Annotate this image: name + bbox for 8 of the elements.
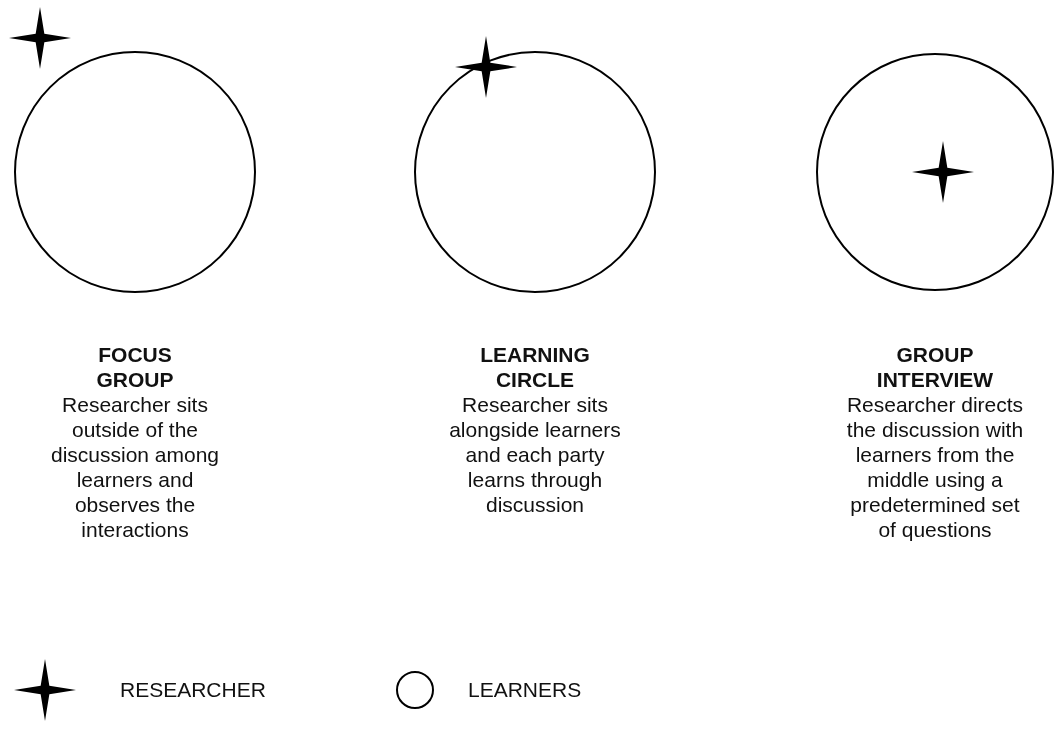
group-title: FOCUS GROUP — [95, 342, 175, 392]
group-description: Researcher directs the discussion with learners from the middle using a predetermined set of questions — [845, 392, 1025, 542]
group-description: Researcher sits alongside learners and each party learns through discussion — [448, 392, 622, 517]
group-title: LEARNING CIRCLE — [479, 342, 591, 392]
group-title: GROUP INTERVIEW — [875, 342, 995, 392]
legend-label: LEARNERS — [468, 678, 582, 702]
group-description: Researcher sits outside of the discussion among learners and observes the interactions — [49, 392, 221, 542]
legend-label: RESEARCHER — [120, 678, 266, 702]
